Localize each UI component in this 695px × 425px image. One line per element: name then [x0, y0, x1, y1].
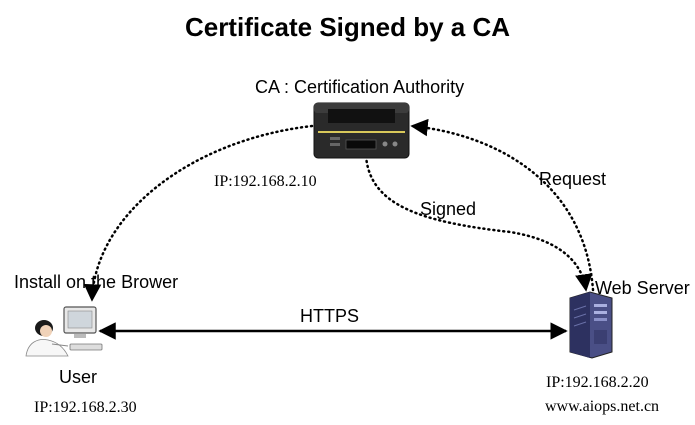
ca-ip: IP:192.168.2.10	[214, 173, 317, 190]
user-computer-icon	[25, 306, 103, 357]
ca-label: CA : Certification Authority	[255, 77, 465, 97]
diagram-title: Certificate Signed by a CA	[184, 12, 511, 42]
user-label: User	[59, 367, 98, 387]
user-ip: IP:192.168.2.30	[34, 399, 137, 416]
web-server-ip: IP:192.168.2.20	[546, 374, 649, 391]
install-label: Install on the Brower	[14, 272, 179, 292]
request-label: Request	[539, 169, 607, 189]
web-server-label: Web Server	[595, 278, 690, 298]
install-connector	[83, 124, 314, 302]
tower-server-icon	[569, 291, 613, 359]
signed-label: Signed	[420, 199, 477, 219]
watermark: www.aiops.net.cn	[545, 398, 660, 415]
https-label: HTTPS	[300, 306, 360, 326]
ca-server-icon	[313, 102, 410, 159]
signed-connector	[364, 154, 593, 292]
request-connector	[410, 118, 595, 292]
